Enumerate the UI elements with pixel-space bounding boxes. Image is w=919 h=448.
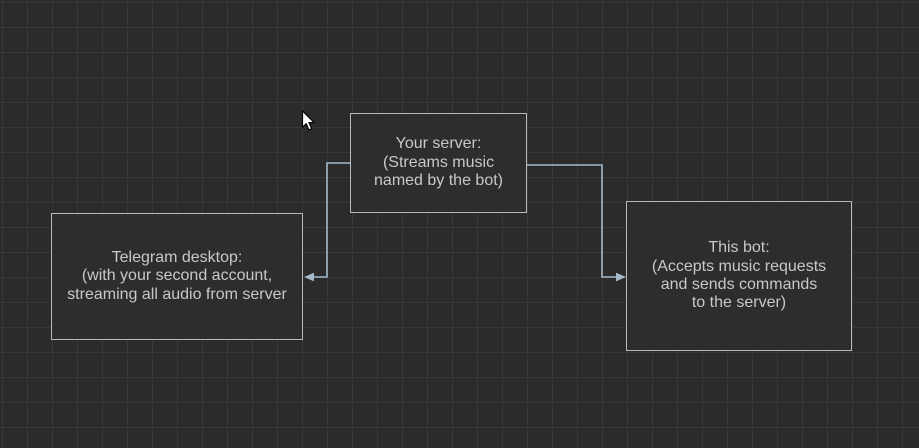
arrowhead-right-icon	[616, 272, 626, 282]
arrowhead-left-icon	[304, 272, 314, 282]
node-text-line: and sends commands	[660, 276, 818, 293]
node-text-line: (Streams music	[382, 153, 495, 171]
node-text-line: (Accepts music requests	[651, 257, 827, 275]
server-to-bot-connector[interactable]	[527, 164, 626, 282]
mouse-cursor-icon	[301, 110, 315, 131]
node-text-line: Your server:	[395, 135, 482, 153]
node-telegram-desktop[interactable]: Telegram desktop: (with your second acco…	[51, 213, 303, 340]
node-text-line: This bot:	[708, 239, 770, 257]
connector-line[interactable]	[527, 164, 616, 278]
node-text-line: (with your second account,	[81, 267, 273, 285]
connector-line[interactable]	[314, 162, 350, 278]
node-text-line: Telegram desktop:	[111, 248, 243, 266]
node-this-bot[interactable]: This bot: (Accepts music requests and se…	[626, 201, 852, 351]
server-to-telegram-connector[interactable]	[304, 162, 350, 282]
node-text-line: named by the bot)	[374, 172, 503, 190]
node-text-line: streaming all audio from server	[67, 285, 287, 303]
node-your-server[interactable]: Your server: (Streams music named by the…	[350, 113, 527, 213]
node-text-line: to the server)	[691, 294, 787, 312]
